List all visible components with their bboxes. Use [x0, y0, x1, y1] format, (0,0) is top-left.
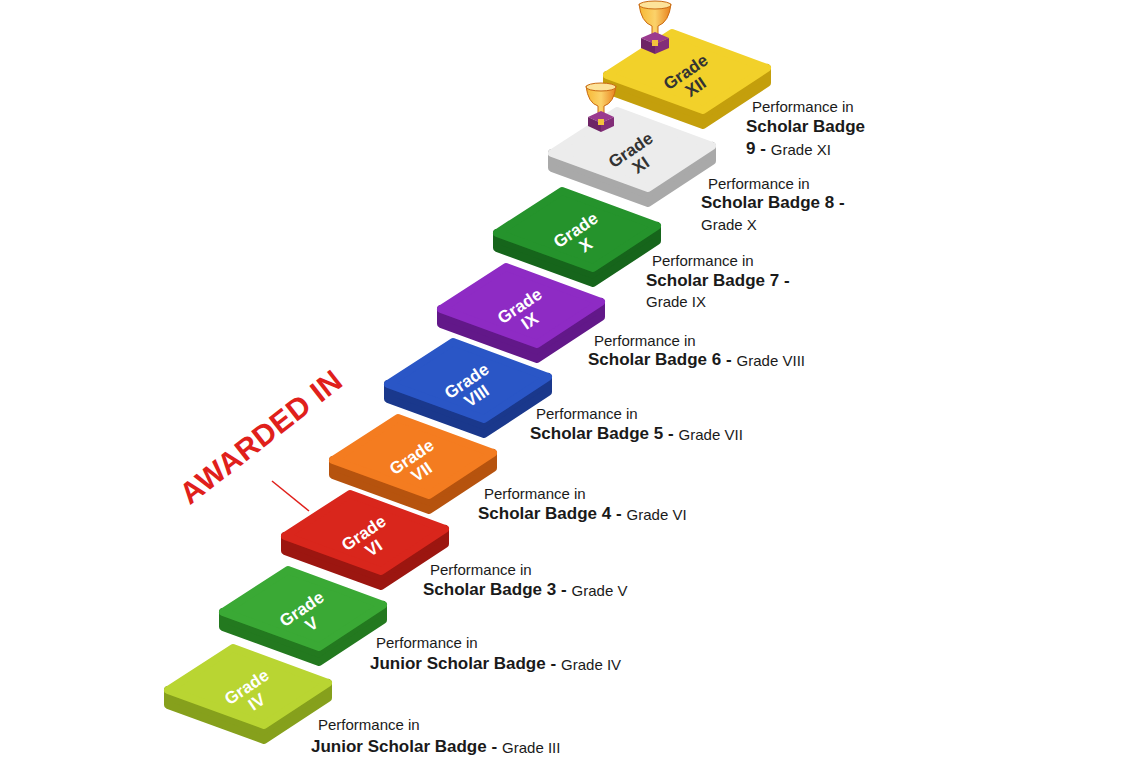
performance-note: Performance in: [652, 252, 754, 269]
performance-note: Performance in: [708, 175, 810, 192]
grade-note: Grade VIII: [737, 352, 805, 369]
badge-name: Scholar Badge: [746, 117, 865, 137]
badge-name: Scholar Badge 4 -: [478, 504, 622, 524]
step-top: [497, 191, 657, 268]
trophy-icon: [586, 83, 616, 132]
grade-note: Grade X: [701, 216, 757, 233]
badge-name: Junior Scholar Badge -: [370, 654, 556, 674]
grade-note: Grade IV: [561, 656, 621, 673]
grade-note: Grade IX: [646, 293, 706, 310]
badge-name: Scholar Badge 8 -: [701, 193, 845, 213]
performance-note: Performance in: [594, 332, 696, 349]
grade-note: Grade VI: [627, 506, 687, 523]
badge-name: Scholar Badge 3 -: [423, 580, 567, 600]
grade-note: Grade VII: [679, 426, 743, 443]
badge-name: Scholar Badge 6 -: [588, 350, 732, 370]
badge-name: Scholar Badge 5 -: [530, 424, 674, 444]
performance-note: Performance in: [484, 485, 586, 502]
step-top: [607, 33, 767, 110]
trophy-icon: [639, 1, 671, 54]
badge-name: Junior Scholar Badge -: [311, 737, 497, 757]
performance-note: Performance in: [752, 98, 854, 115]
grade-step: Grade IV: [158, 638, 338, 748]
grade-note: Grade XI: [771, 141, 831, 158]
performance-note: Performance in: [318, 716, 420, 733]
grade-note: Grade V: [572, 582, 628, 599]
performance-note: Performance in: [430, 561, 532, 578]
badge-name: Scholar Badge 7 -: [646, 271, 790, 291]
grade-note: Grade III: [502, 739, 560, 756]
performance-note: Performance in: [536, 405, 638, 422]
awarded-heading: AWARDED IN: [173, 363, 349, 511]
leader-line: [272, 481, 309, 511]
performance-note: Performance in: [376, 634, 478, 651]
badge-name: 9 -: [746, 139, 766, 159]
